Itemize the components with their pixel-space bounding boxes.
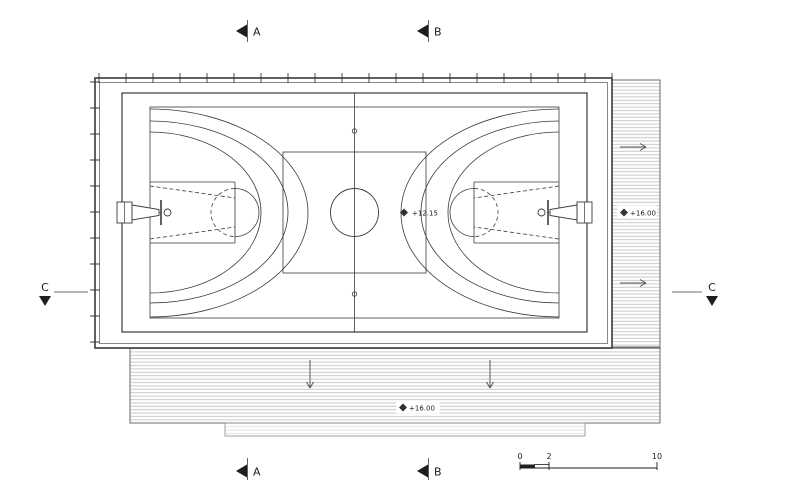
section-marker-a-bottom: A [236,458,261,480]
level-marker-court: +12.15 [400,208,438,218]
scale-number-ten: 10 [652,452,662,461]
left-three-point-arc [149,131,262,294]
scale-segment-open [534,464,550,469]
level-marker-icon [620,208,628,217]
left-key-trapezoid [149,185,236,240]
bottom-deck-step [224,422,586,437]
right-backboard-assembly [537,200,593,225]
scale-bar: 0 2 10 [517,452,662,470]
scale-segment-filled [520,464,535,468]
level-marker-right-deck: +16.00 [617,205,657,219]
section-label: C [708,281,716,294]
section-marker-c-right: C [672,281,718,306]
center-circle [330,188,379,237]
bottom-deck-area [129,347,661,424]
flow-arrow-down-icon [306,360,314,389]
exterior-wall [94,77,613,349]
right-deck-flow-arrows [620,143,647,287]
section-marker-b-top: B [417,20,442,42]
section-label: B [434,466,442,479]
section-marker-c-left: C [39,281,88,306]
section-marker-a-top: A [236,20,261,42]
right-hoop [537,208,546,217]
section-label: B [434,26,442,39]
right-deck: +16.00 [611,79,661,348]
section-label: A [253,26,261,39]
right-free-throw-circle-dashed [473,188,499,237]
level-value: +16.00 [630,210,656,218]
interior-wall-line [99,82,608,344]
section-arrow-icon [236,24,247,38]
left-court-end [116,108,309,318]
left-backboard-assembly [116,200,172,225]
left-key [150,181,236,244]
left-outer-arc [149,108,309,318]
right-middle-arc [420,120,560,304]
section-label: C [41,281,49,294]
left-free-throw-circle-solid [234,188,260,237]
scale-ticks [519,462,658,470]
flow-arrow-right-icon [620,279,647,287]
sports-court [116,92,593,333]
level-marker-icon [399,403,407,412]
label-backing [396,400,440,414]
grid-ticks-top [98,73,613,83]
left-support-arm [131,204,160,221]
section-arrow-icon [39,296,51,306]
right-support-arm [549,204,578,221]
left-hoop [163,208,172,217]
section-marker-b-bottom: B [417,458,442,480]
level-marker-bottom-deck: +16.00 [396,400,440,414]
scale-number-two: 2 [546,452,551,461]
grid-ticks-left [90,81,100,343]
center-line-mark [351,291,358,297]
bottom-deck-flow-arrows [306,360,494,389]
label-backing [617,205,657,219]
left-free-throw-circle-dashed [210,188,236,237]
level-value: +16.00 [409,405,435,413]
section-arrow-icon [236,464,247,478]
section-label: A [253,466,261,479]
flow-arrow-right-icon [620,143,647,151]
volleyball-court-overlay [282,151,427,274]
left-middle-arc [149,120,289,304]
section-arrow-icon [706,296,718,306]
bottom-deck: +16.00 [129,347,661,437]
section-arrow-icon [417,24,428,38]
right-key [473,181,559,244]
scale-number-zero: 0 [517,452,522,461]
flow-arrow-down-icon [486,360,494,389]
level-marker-icon [400,208,408,217]
building-outline [90,73,613,349]
level-value: +12.15 [412,210,438,218]
right-three-point-arc [447,131,560,294]
right-free-throw-circle-solid [449,188,475,237]
section-markers: A B A B C C [39,20,718,480]
center-line-mark [351,128,358,134]
right-key-trapezoid [473,185,560,240]
section-arrow-icon [417,464,428,478]
